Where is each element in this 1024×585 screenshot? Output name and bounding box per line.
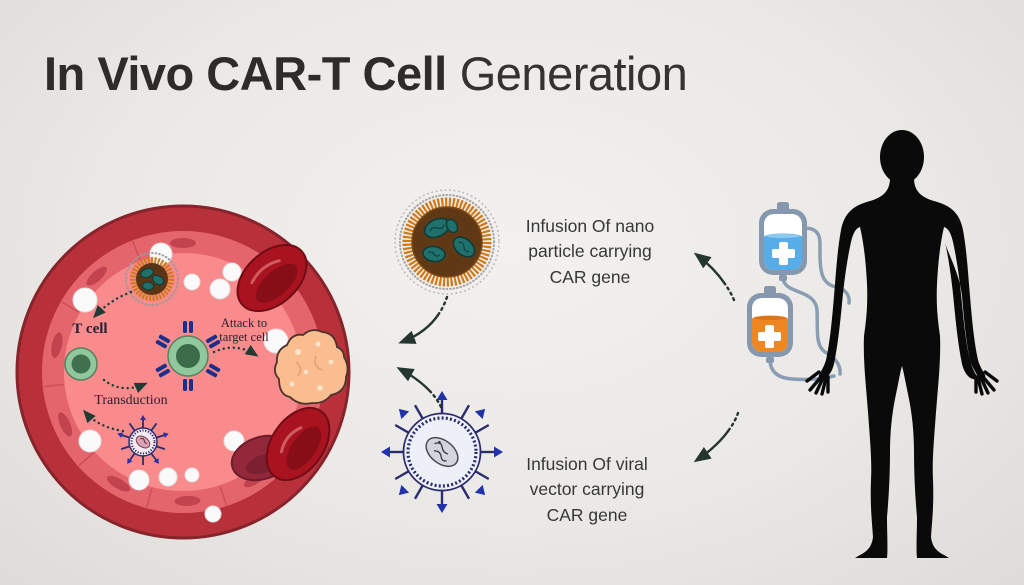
nano-infusion-caption: Infusion Of nano particle carrying CAR g… bbox=[525, 216, 655, 287]
red-blood-cell-top bbox=[236, 243, 308, 313]
human-silhouette bbox=[805, 130, 999, 558]
viral-vector-icon bbox=[381, 391, 503, 513]
page-title-emphasis: In Vivo CAR-T Cell bbox=[44, 47, 447, 100]
arrow-nano-to-vessel bbox=[398, 295, 449, 344]
page-title-rest: Generation bbox=[459, 47, 688, 100]
transduction-label: Transduction bbox=[94, 393, 167, 408]
arrow-body-to-virus bbox=[693, 411, 740, 463]
target-tumor-cell bbox=[274, 329, 349, 405]
t-cell-icon bbox=[64, 347, 98, 381]
attack-label-line1: Attack to bbox=[221, 316, 267, 330]
nanoparticle-icon bbox=[394, 189, 500, 295]
medical-cross-icon bbox=[758, 325, 781, 348]
attack-label-line2: target cell bbox=[219, 330, 269, 344]
arrow-cart-to-tumor bbox=[212, 344, 259, 357]
arrow-tcell-to-cart bbox=[102, 378, 148, 394]
nanoparticle-in-vessel-icon bbox=[125, 252, 179, 306]
iv-bag-orange-icon bbox=[747, 286, 793, 363]
viral-infusion-caption: Infusion Of viral vector carrying CAR ge… bbox=[526, 454, 648, 525]
arrow-virus-to-vessel bbox=[396, 367, 443, 409]
blood-vessel-illustration: T cell Transduction Attack to target cel… bbox=[15, 204, 351, 540]
medical-cross-icon bbox=[772, 242, 795, 265]
arrow-body-to-nano bbox=[693, 252, 736, 302]
red-blood-cell-bottom bbox=[265, 406, 331, 482]
flow-arrows bbox=[396, 252, 740, 463]
arrow-nano-to-tcell bbox=[92, 290, 133, 319]
process-arrows bbox=[83, 290, 259, 433]
iv-bag-blue-icon bbox=[759, 202, 807, 281]
car-t-cell-icon bbox=[155, 321, 221, 391]
arrow-virus-to-tcell bbox=[83, 409, 125, 433]
t-cell-label: T cell bbox=[72, 321, 107, 337]
iv-tube-blue-top bbox=[802, 226, 851, 305]
iv-tube-blue-bottom bbox=[781, 275, 842, 376]
viral-vector-in-vessel-icon bbox=[117, 415, 169, 465]
